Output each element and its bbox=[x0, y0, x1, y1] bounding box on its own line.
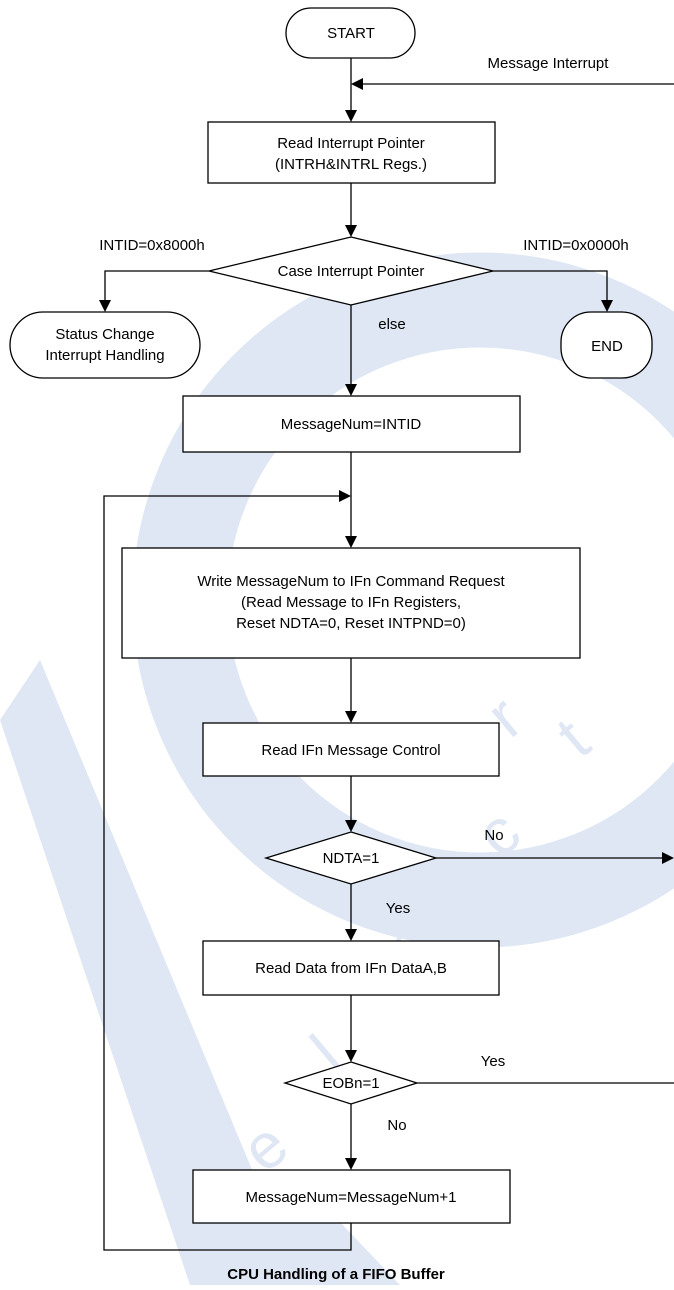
left-branch-label: INTID=0x8000h bbox=[99, 237, 204, 254]
arrowhead bbox=[345, 536, 357, 548]
watermark-letter: t bbox=[543, 704, 603, 771]
increment-label: MessageNum=MessageNum+1 bbox=[246, 1189, 457, 1206]
right-branch-label: INTID=0x0000h bbox=[523, 237, 628, 254]
read-interrupt-pointer-line1: Read Interrupt Pointer bbox=[277, 135, 425, 152]
status-change-terminator bbox=[9, 311, 201, 379]
arrowhead bbox=[345, 1158, 357, 1170]
write-command-box bbox=[121, 547, 581, 659]
arrowhead bbox=[99, 300, 111, 312]
message-interrupt-label: Message Interrupt bbox=[488, 55, 610, 72]
write-command-line2: (Read Message to IFn Registers, bbox=[241, 594, 461, 611]
end-terminator bbox=[560, 311, 653, 379]
write-command-line3: Reset NDTA=0, Reset INTPND=0) bbox=[236, 615, 466, 632]
end-label: END bbox=[591, 338, 623, 355]
arrowhead bbox=[345, 110, 357, 122]
arrowhead bbox=[351, 78, 363, 90]
watermark-stroke-b bbox=[230, 1180, 400, 1285]
read-data-label: Read Data from IFn DataA,B bbox=[255, 960, 447, 977]
read-data-box bbox=[202, 940, 500, 996]
read-control-box bbox=[202, 722, 500, 777]
arrowhead bbox=[345, 929, 357, 941]
start-label: START bbox=[327, 25, 375, 42]
connector-loop-back bbox=[103, 495, 352, 1251]
write-command-line1: Write MessageNum to IFn Command Request bbox=[197, 573, 505, 590]
read-interrupt-pointer-box bbox=[207, 121, 496, 184]
watermark-stroke-a bbox=[0, 660, 300, 1285]
connector-case-status bbox=[104, 270, 209, 302]
arrowhead bbox=[601, 300, 613, 312]
arrowhead bbox=[339, 490, 351, 502]
status-change-line2: Interrupt Handling bbox=[45, 347, 164, 364]
arrowhead bbox=[345, 384, 357, 396]
read-interrupt-pointer-line2: (INTRH&INTRL Regs.) bbox=[275, 156, 427, 173]
else-label: else bbox=[378, 316, 406, 333]
figure-caption: CPU Handling of a FIFO Buffer bbox=[227, 1266, 445, 1283]
eob-yes-label: Yes bbox=[481, 1053, 505, 1070]
arrowhead bbox=[345, 225, 357, 237]
arrowhead bbox=[345, 711, 357, 723]
ndta-decision-label: NDTA=1 bbox=[323, 850, 380, 867]
ndta-yes-label: Yes bbox=[386, 900, 410, 917]
eob-decision-label: EOBn=1 bbox=[322, 1075, 379, 1092]
connector-case-end bbox=[493, 270, 608, 302]
arrowhead bbox=[662, 852, 674, 864]
increment-box bbox=[192, 1169, 511, 1224]
arrowhead bbox=[345, 820, 357, 832]
message-num-assign-label: MessageNum=INTID bbox=[281, 416, 422, 433]
eob-no-label: No bbox=[387, 1117, 406, 1134]
arrowhead bbox=[345, 1050, 357, 1062]
ndta-no-label: No bbox=[484, 827, 503, 844]
message-num-assign-box bbox=[182, 395, 521, 453]
read-control-label: Read IFn Message Control bbox=[261, 742, 440, 759]
case-interrupt-pointer-label: Case Interrupt Pointer bbox=[278, 263, 425, 280]
status-change-line1: Status Change bbox=[55, 326, 154, 343]
